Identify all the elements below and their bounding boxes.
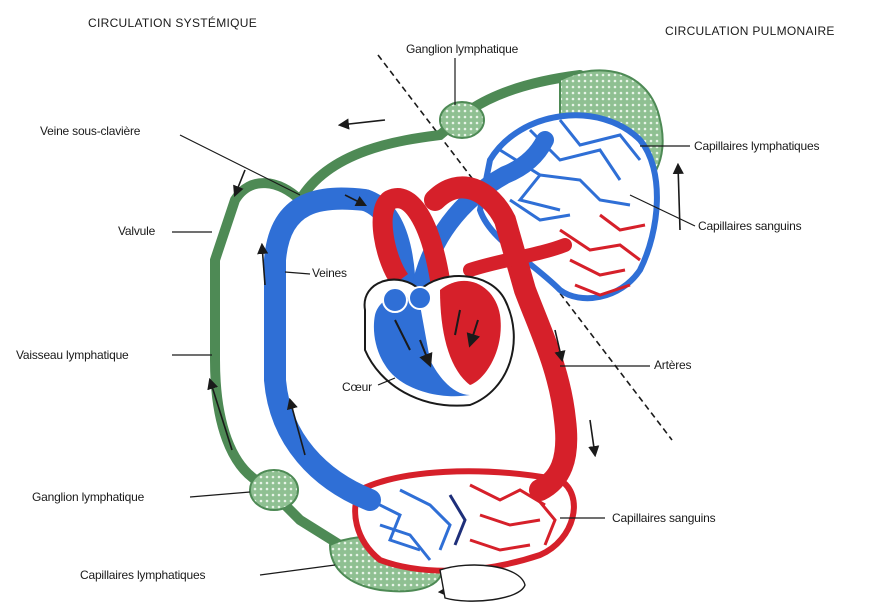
label-capillaires-sanguins-bottom: Capillaires sanguins <box>612 511 715 525</box>
heart <box>365 276 514 406</box>
label-coeur: Cœur <box>342 380 372 394</box>
label-valvule: Valvule <box>118 224 155 238</box>
label-arteres: Artères <box>654 358 691 372</box>
ganglion-top-shape <box>440 102 484 138</box>
label-veines: Veines <box>312 266 347 280</box>
label-ganglion-top: Ganglion lymphatique <box>406 42 518 56</box>
label-ganglion-bottom: Ganglion lymphatique <box>32 490 144 504</box>
label-veine-sous-claviere: Veine sous-clavière <box>40 124 140 138</box>
bottom-bulge <box>440 565 525 601</box>
label-capillaires-lymph-right: Capillaires lymphatiques <box>694 139 819 153</box>
header-systemic: CIRCULATION SYSTÉMIQUE <box>88 16 257 30</box>
ganglion-bottom-shape <box>250 470 298 510</box>
header-pulmonary: CIRCULATION PULMONAIRE <box>665 24 835 38</box>
label-capillaires-lymph-bottom: Capillaires lymphatiques <box>80 568 205 582</box>
label-vaisseau-lymphatique: Vaisseau lymphatique <box>16 348 129 362</box>
label-capillaires-sanguins-right: Capillaires sanguins <box>698 219 801 233</box>
